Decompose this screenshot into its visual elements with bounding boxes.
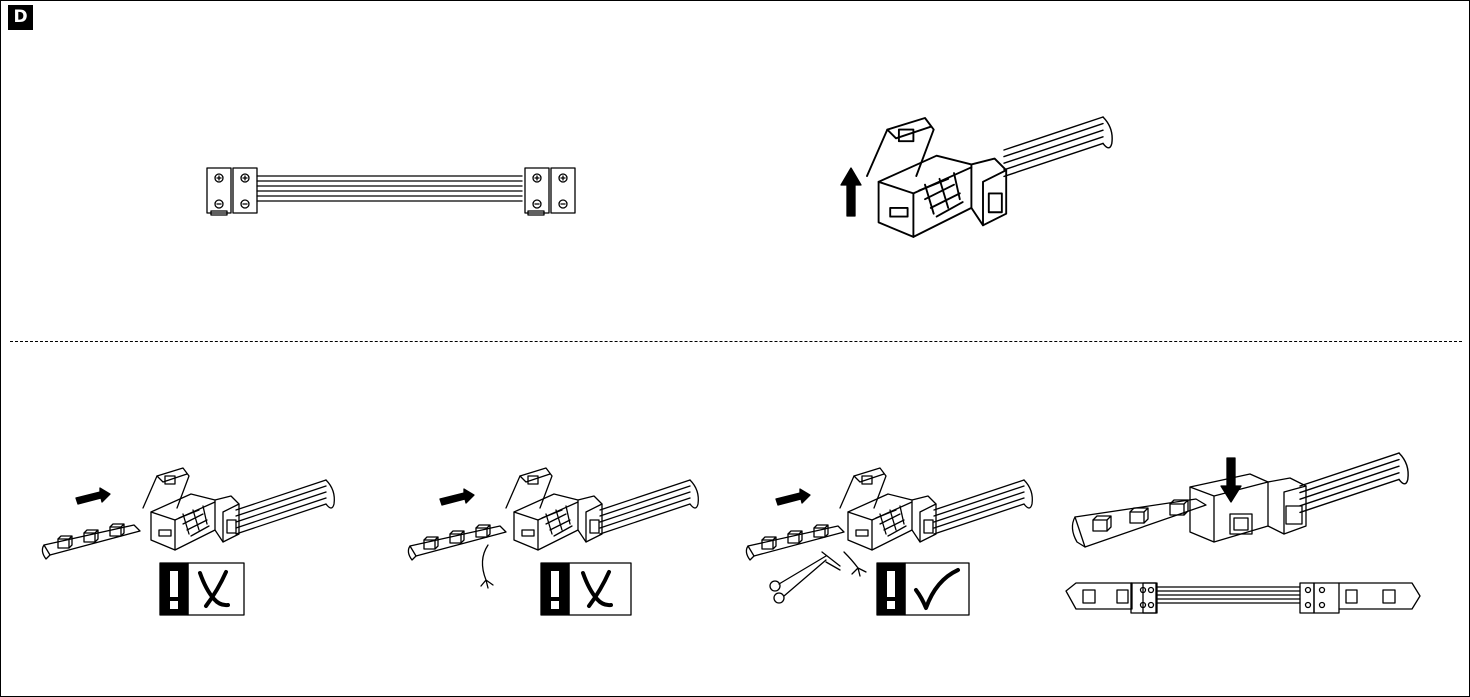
- panel-label: D: [8, 5, 33, 30]
- step-3-figure: [745, 467, 1033, 616]
- section-divider: [10, 341, 1462, 342]
- connector-cable-figure: [206, 167, 576, 216]
- step-2-figure: [407, 467, 699, 616]
- step-1-figure: [41, 467, 335, 616]
- open-clip-figure: [840, 116, 1113, 238]
- step-4-figure: [1065, 452, 1421, 614]
